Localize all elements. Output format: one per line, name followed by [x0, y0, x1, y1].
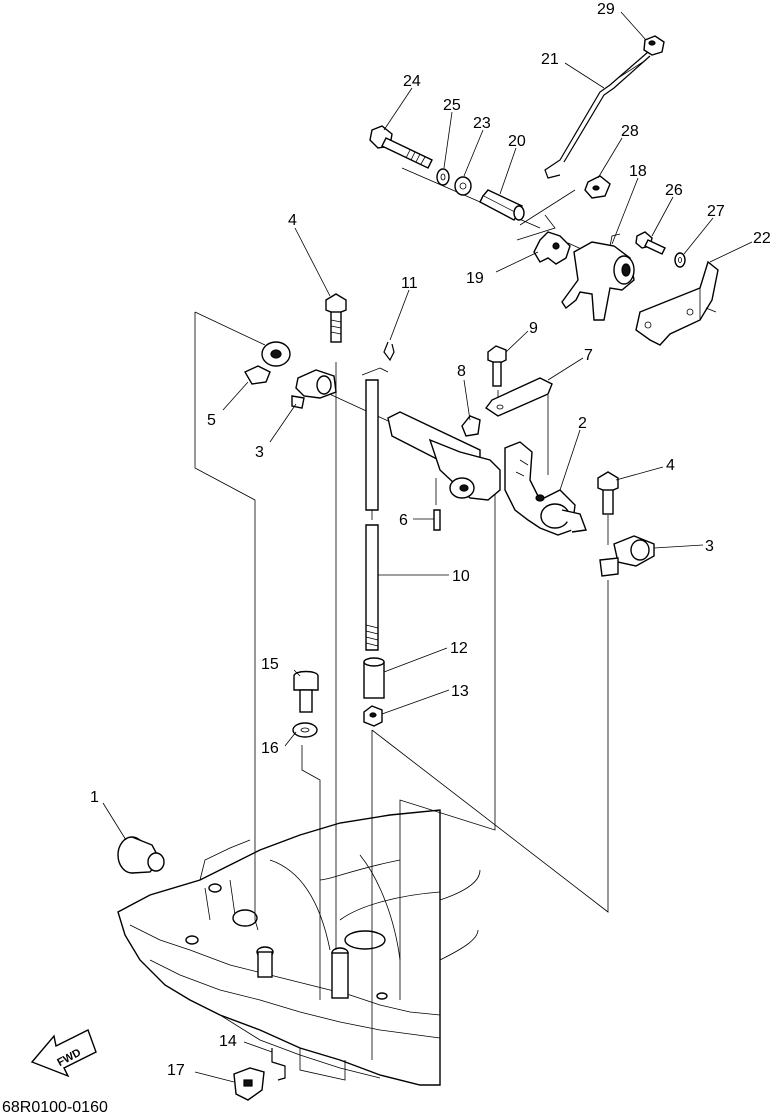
part-13-nut: [363, 705, 383, 727]
callout-9: 9: [529, 320, 538, 337]
part-1-grommet: [117, 836, 165, 874]
callout-3-right: 3: [705, 538, 714, 555]
callout-18: 18: [629, 163, 647, 180]
part-4-bolt-upper: [325, 293, 347, 343]
callout-numbers: 29 21 24 25 23 20 28 18 26 27 22 4 11 19…: [90, 1, 771, 1079]
callout-19: 19: [466, 270, 484, 287]
callout-6: 6: [399, 512, 408, 529]
callout-28: 28: [621, 123, 639, 140]
callout-10: 10: [452, 568, 470, 585]
part-23-washer: [454, 176, 472, 196]
lower-housing: [117, 809, 481, 1086]
part-12-collar: [363, 657, 385, 699]
part-26-bolt: [635, 231, 666, 255]
part-28-rod-joint: [584, 175, 611, 199]
part-3-holder-right: [599, 535, 655, 577]
callout-leaders: [102, 11, 753, 1083]
part-15-bolt: [293, 670, 319, 713]
part-2-shift-shaft-assembly: [387, 411, 587, 536]
callout-7: 7: [584, 347, 593, 364]
drawing-code: 68R0100-0160: [2, 1099, 108, 1114]
callout-25: 25: [443, 97, 461, 114]
callout-4-upper: 4: [288, 212, 297, 229]
part-5-grommet: [244, 341, 291, 385]
callout-20: 20: [508, 133, 526, 150]
part-17-bracket: [233, 1067, 265, 1101]
part-6-pin: [433, 509, 441, 531]
part-29-nut: [643, 35, 665, 56]
part-27-washer: [674, 252, 686, 268]
part-25-washer: [436, 168, 450, 186]
part-8-pin: [461, 415, 481, 437]
callout-12: 12: [450, 640, 468, 657]
part-7-plate: [484, 377, 553, 417]
callout-13: 13: [451, 683, 469, 700]
callout-29: 29: [597, 1, 615, 18]
callout-26: 26: [665, 182, 683, 199]
part-20-collar: [479, 189, 525, 221]
part-18-throttle-arm: [561, 233, 635, 321]
callout-21: 21: [541, 51, 559, 68]
part-3-holder-left: [291, 369, 337, 409]
part-24-bolt: [369, 125, 433, 169]
callout-27: 27: [707, 203, 725, 220]
part-19-lever: [533, 231, 571, 265]
part-10-shift-rod: [361, 367, 389, 651]
callout-24: 24: [403, 73, 421, 90]
callout-5: 5: [207, 412, 216, 429]
callout-2: 2: [578, 415, 587, 432]
callout-17: 17: [167, 1062, 185, 1079]
callout-8: 8: [457, 363, 466, 380]
callout-3-left: 3: [255, 444, 264, 461]
callout-16: 16: [261, 740, 279, 757]
fwd-arrow: FWD: [30, 1029, 97, 1078]
part-16-washer: [292, 722, 318, 738]
callout-15: 15: [261, 656, 279, 673]
part-21-throttle-rod: [544, 51, 651, 179]
callout-4-right: 4: [666, 457, 675, 474]
part-22-bracket: [635, 260, 719, 346]
callout-14: 14: [219, 1033, 237, 1050]
part-14-clip: [271, 1048, 286, 1081]
callout-23: 23: [473, 115, 491, 132]
part-11-clip: [383, 341, 395, 362]
part-9-bolt: [487, 345, 507, 387]
callout-22: 22: [753, 230, 771, 247]
part-4-bolt-right: [597, 471, 619, 515]
callout-1: 1: [90, 789, 99, 806]
callout-11: 11: [401, 275, 418, 292]
